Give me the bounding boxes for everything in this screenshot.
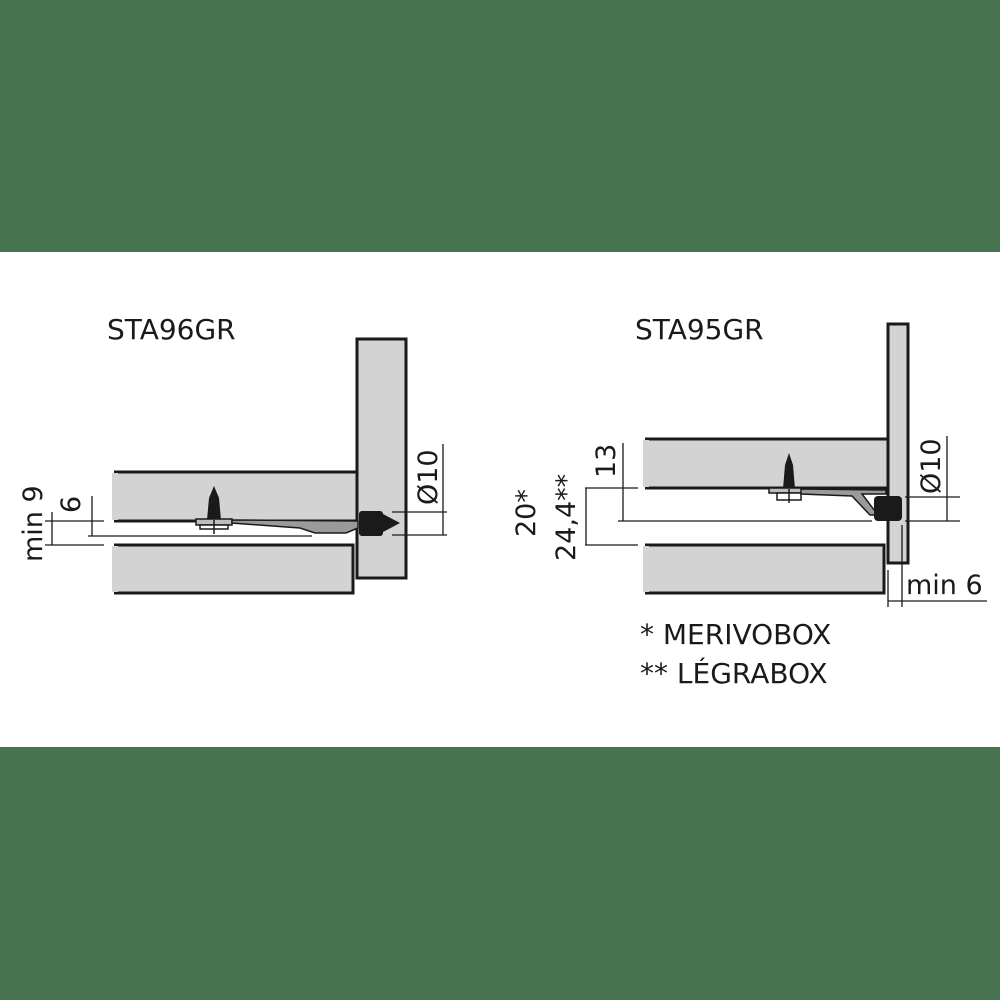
upper-panel <box>645 437 890 490</box>
dim-min-9: min 9 <box>18 485 49 562</box>
dim-diameter-10: Ø10 <box>413 449 444 505</box>
legend-legrabox: ** LÉGRABOX <box>640 656 828 690</box>
lower-panel <box>645 543 886 595</box>
side-panel <box>355 337 408 580</box>
dim-13: 13 <box>591 444 622 478</box>
title-sta95gr: STA95GR <box>635 313 764 346</box>
dowel-icon <box>359 511 383 536</box>
dim-min-6: min 6 <box>906 570 983 601</box>
lower-panel <box>114 543 355 595</box>
screw-icon <box>207 486 221 520</box>
stabilizer-arm <box>800 488 887 516</box>
drawing-sta96gr: STA96GR min 9 6 Ø10 <box>18 313 447 595</box>
dowel-icon <box>874 496 902 521</box>
side-panel-thin <box>886 322 910 565</box>
upper-panel <box>114 470 359 523</box>
drawing-sta95gr: STA95GR 20* 24,4** 13 Ø10 <box>511 313 987 607</box>
dim-6: 6 <box>56 496 87 513</box>
dim-diameter-10: Ø10 <box>916 438 947 494</box>
dim-20-merivobox: 20* <box>511 489 542 537</box>
stabilizer-arm <box>231 519 359 534</box>
legend: * MERIVOBOX ** LÉGRABOX <box>640 618 831 690</box>
legend-merivobox: * MERIVOBOX <box>640 618 831 651</box>
title-sta96gr: STA96GR <box>107 313 236 346</box>
screw-icon <box>783 453 795 489</box>
dim-24-4-legrabox: 24,4** <box>551 474 582 561</box>
